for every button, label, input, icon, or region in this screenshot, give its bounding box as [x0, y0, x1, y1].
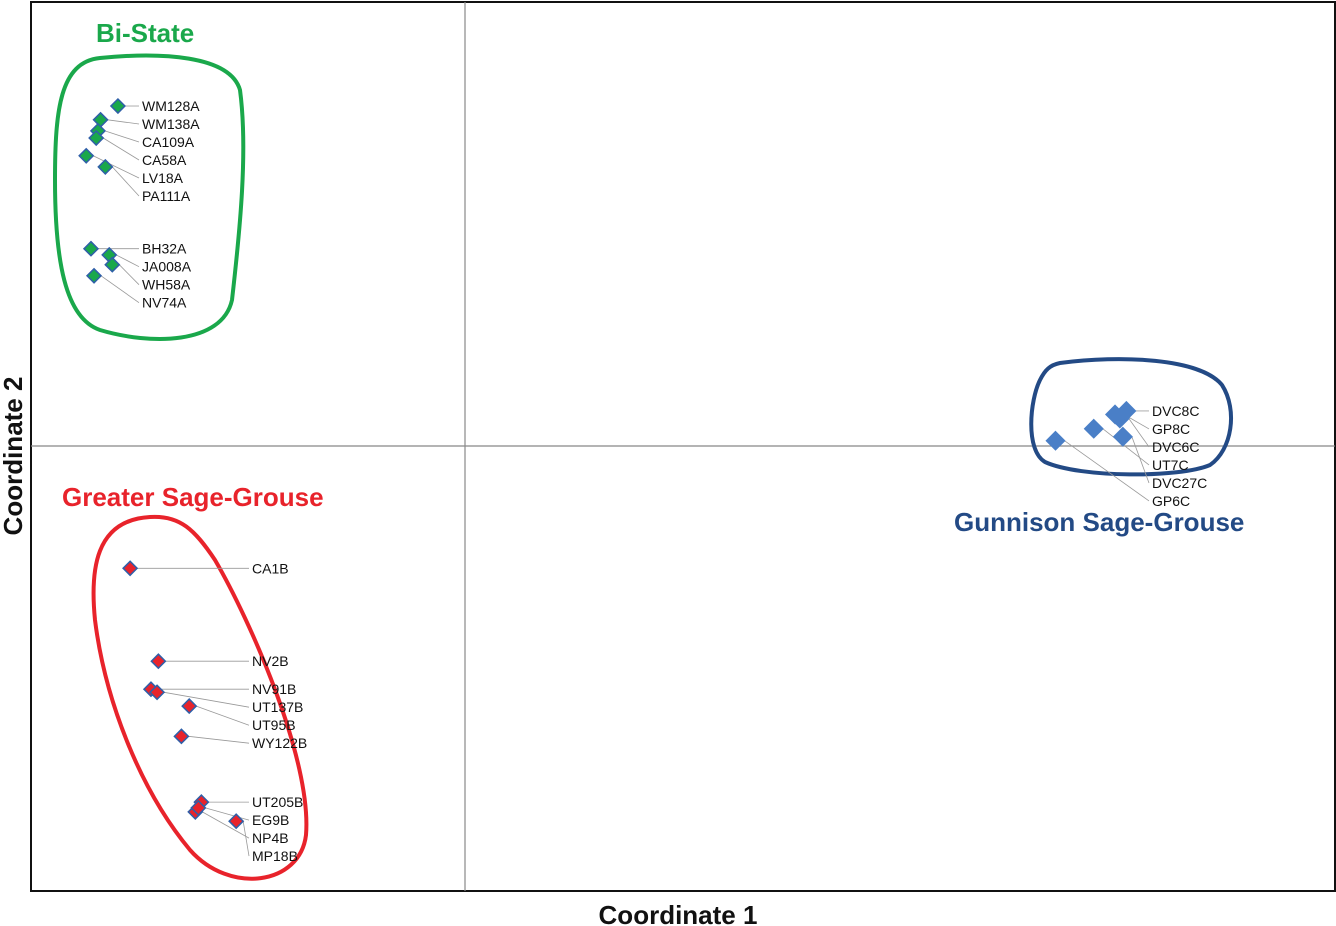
data-point-marker [228, 813, 245, 830]
data-point-marker [122, 560, 139, 577]
data-point-label: WY122B [252, 735, 307, 751]
data-point-marker [82, 240, 100, 257]
label-leader-line [107, 119, 140, 125]
data-point-label: CA109A [142, 134, 195, 150]
label-leader-line [1102, 428, 1150, 466]
data-point-marker [148, 684, 166, 701]
data-point-marker [150, 653, 167, 670]
data-point-label: MP18B [252, 848, 298, 864]
data-point-label: CA58A [142, 152, 187, 168]
label-leader-line [196, 705, 250, 726]
data-point-label: JA008A [142, 259, 192, 275]
data-point-label: WM138A [142, 116, 200, 132]
label-leader-line [242, 821, 250, 857]
data-point-marker [97, 158, 114, 175]
data-point-label: NV74A [142, 295, 187, 311]
data-point-marker [190, 799, 207, 816]
group-label-bi-state: Bi-State [96, 18, 194, 48]
data-point-label: CA1B [252, 560, 289, 576]
data-point-label: GP8C [1152, 421, 1190, 437]
data-point-label: DVC6C [1152, 439, 1199, 455]
data-point-marker [181, 698, 198, 715]
data-point-label: GP6C [1152, 493, 1190, 509]
data-point-label: UT205B [252, 794, 303, 810]
label-leader-line [202, 811, 250, 839]
data-point-labels: WM128A WM138A CA109A CA58A LV18A PA111A BH32A J… [142, 98, 1207, 864]
label-leader-line [118, 264, 140, 285]
data-point-label: UT7C [1152, 457, 1189, 473]
data-points [78, 97, 1137, 830]
label-leader-line [1064, 440, 1150, 502]
label-leader-line [102, 137, 140, 161]
label-leader-line [1128, 418, 1150, 448]
y-axis-label: Coordinate 2 [0, 377, 28, 536]
label-leader-line [205, 807, 250, 821]
data-point-marker [1083, 418, 1104, 439]
data-point-marker [104, 256, 121, 273]
gunnison-sage-grouse-outline [1029, 357, 1234, 477]
data-point-label: NV91B [252, 681, 296, 697]
data-point-label: DVC8C [1152, 403, 1199, 419]
data-point-label: UT95B [252, 717, 296, 733]
label-leader-line [163, 691, 250, 708]
label-leader-line [116, 254, 140, 268]
data-point-marker [173, 728, 190, 745]
group-label-greater-sage-grouse: Greater Sage-Grouse [62, 482, 324, 512]
data-point-label: BH32A [142, 241, 187, 257]
greater-sage-grouse-outline [91, 514, 309, 881]
data-point-label: EG9B [252, 812, 289, 828]
data-point-label: NV2B [252, 653, 289, 669]
data-point-marker [1104, 404, 1126, 425]
label-leader-line [1131, 436, 1150, 484]
data-point-label: UT137B [252, 699, 303, 715]
data-point-label: WH58A [142, 277, 191, 293]
label-leader-line [93, 155, 140, 179]
data-point-marker [1045, 430, 1066, 451]
label-leader-line [188, 735, 250, 744]
label-leader-lines [93, 105, 1150, 857]
data-point-marker [88, 129, 105, 147]
data-point-marker [109, 97, 126, 115]
x-axis-label: Coordinate 1 [599, 900, 758, 926]
data-point-marker [1112, 426, 1133, 447]
data-point-label: DVC27C [1152, 475, 1207, 491]
bi-state-outline [52, 53, 246, 341]
data-point-label: LV18A [142, 170, 184, 186]
data-point-marker [78, 147, 95, 164]
label-leader-line [112, 166, 140, 197]
data-point-label: WM128A [142, 98, 200, 114]
data-point-marker [85, 267, 103, 284]
data-point-label: PA111A [142, 188, 191, 204]
label-leader-line [100, 275, 140, 304]
group-label-gunnison-sage-grouse: Gunnison Sage-Grouse [954, 507, 1244, 537]
label-leader-line [104, 130, 140, 143]
data-point-label: NP4B [252, 830, 289, 846]
